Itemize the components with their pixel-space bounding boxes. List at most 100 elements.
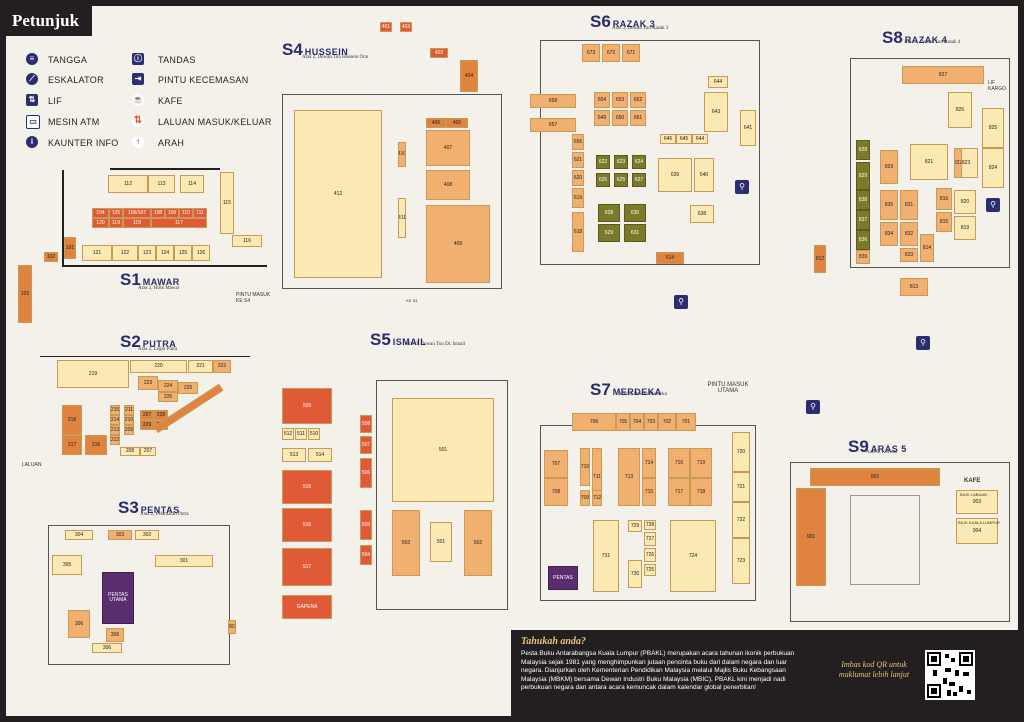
booth-708[interactable]: 708 xyxy=(544,478,568,506)
booth-825[interactable]: 825 xyxy=(982,108,1004,148)
booth-514[interactable]: 514 xyxy=(308,448,332,462)
booth-104[interactable]: 104 xyxy=(92,208,109,218)
booth-821[interactable]: 821 xyxy=(910,144,948,180)
booth-228[interactable]: 228 xyxy=(154,410,168,420)
booth-813[interactable]: 813 xyxy=(900,278,928,296)
booth-405[interactable]: 405 xyxy=(446,118,468,128)
booth-731[interactable]: 731 xyxy=(593,520,619,592)
booth-513[interactable]: 513 xyxy=(282,448,306,462)
booth-671[interactable]: 671 xyxy=(622,44,640,62)
booth-713[interactable]: 713 xyxy=(618,448,640,506)
booth-633[interactable]: 640 xyxy=(694,158,714,192)
booth-820[interactable]: 820 xyxy=(954,190,976,214)
booth-701[interactable]: 701 xyxy=(676,413,696,431)
booth-725[interactable]: 725 xyxy=(644,564,656,576)
booth-224[interactable]: 224 xyxy=(158,380,178,392)
booth-501b[interactable]: 501 xyxy=(430,522,452,562)
booth-517[interactable]: 517 xyxy=(282,548,332,586)
booth-103[interactable]: 103 xyxy=(18,265,32,323)
booth-403[interactable]: 403 xyxy=(430,48,448,58)
booth-904[interactable]: 904 xyxy=(956,518,998,544)
booth-652[interactable]: 652 xyxy=(630,92,646,108)
booth-631[interactable]: 638 xyxy=(690,205,714,223)
booth-614[interactable]: 621 xyxy=(572,152,584,168)
booth-118[interactable]: 118 xyxy=(123,218,151,228)
booth-622[interactable]: 629 xyxy=(598,224,620,242)
booth-121[interactable]: 121 xyxy=(82,245,112,261)
booth-673[interactable]: 673 xyxy=(582,44,600,62)
booth-216[interactable]: 216 xyxy=(85,435,107,455)
booth-209[interactable]: 209 xyxy=(124,425,134,435)
booth-837[interactable]: 837 xyxy=(856,210,870,230)
booth-113[interactable]: 113 xyxy=(148,175,175,193)
booth-706[interactable]: 706 xyxy=(572,413,616,431)
booth-623[interactable]: 630 xyxy=(624,204,646,222)
booth-507[interactable]: 507 xyxy=(360,436,372,454)
booth-401[interactable]: 401 xyxy=(380,22,392,32)
booth-210[interactable]: 210 xyxy=(124,415,134,425)
booth-839[interactable]: 839 xyxy=(856,250,870,264)
booth-511[interactable]: 511 xyxy=(295,428,307,440)
booth-119[interactable]: 119 xyxy=(109,218,123,228)
booth-728[interactable]: 728 xyxy=(644,520,656,530)
booth-102[interactable]: 102 xyxy=(44,252,58,262)
booth-117[interactable]: 117 xyxy=(151,218,207,228)
booth-644[interactable]: 646 xyxy=(660,134,676,144)
booth-611[interactable]: 618 xyxy=(572,212,584,252)
booth-gapena[interactable]: GAPENA xyxy=(282,595,332,619)
booth-724[interactable]: 724 xyxy=(670,520,716,592)
booth-222[interactable]: 222 xyxy=(213,360,231,373)
booth-719[interactable]: 719 xyxy=(690,448,712,478)
stage-pentas[interactable]: PENTAS xyxy=(548,566,578,590)
booth-715[interactable]: 715 xyxy=(642,478,656,506)
booth-505[interactable]: 505 xyxy=(360,510,372,540)
booth-302[interactable]: 302 xyxy=(135,530,159,540)
booth-508[interactable]: 508 xyxy=(360,415,372,433)
booth-829[interactable]: 829 xyxy=(856,162,870,190)
booth-409[interactable]: 409 xyxy=(426,205,490,283)
booth-819[interactable]: 819 xyxy=(954,216,976,240)
booth-404[interactable]: 404 xyxy=(460,60,478,92)
booth-607[interactable]: 614 xyxy=(656,252,684,264)
booth-649[interactable]: 649 xyxy=(594,110,610,126)
booth-408[interactable]: 408 xyxy=(426,170,470,200)
booth-838[interactable]: 838 xyxy=(856,190,870,210)
booth-616[interactable]: 623 xyxy=(614,155,628,169)
booth-306[interactable]: 306 xyxy=(68,610,90,638)
booth-512[interactable]: 512 xyxy=(282,428,294,440)
booth-120[interactable]: 120 xyxy=(92,218,109,228)
booth-705[interactable]: 705 xyxy=(616,413,630,431)
booth-126[interactable]: 126 xyxy=(192,245,210,261)
booth-101[interactable]: 101 xyxy=(64,237,76,259)
booth-707[interactable]: 707 xyxy=(544,450,568,478)
booth-221[interactable]: 221 xyxy=(188,360,213,373)
booth-115[interactable]: 115 xyxy=(220,172,234,234)
booth-717[interactable]: 717 xyxy=(668,478,690,506)
booth-215[interactable]: 215 xyxy=(110,405,120,415)
booth-834[interactable]: 834 xyxy=(880,222,898,246)
booth-901[interactable]: 901 xyxy=(796,488,826,586)
booth-619[interactable]: 626 xyxy=(596,173,610,187)
booth-123[interactable]: 123 xyxy=(138,245,156,261)
qr-code[interactable] xyxy=(925,650,975,700)
booth-730[interactable]: 730 xyxy=(628,560,642,588)
booth-723[interactable]: 723 xyxy=(732,538,750,584)
booth-516[interactable]: 516 xyxy=(282,508,332,542)
booth-112[interactable]: 112 xyxy=(108,175,148,193)
booth-636[interactable]: 643 xyxy=(704,92,728,132)
booth-229[interactable]: 229 xyxy=(140,420,154,430)
booth-613[interactable]: 620 xyxy=(572,170,584,186)
booth-642[interactable]: 644 xyxy=(692,134,708,144)
booth-656[interactable]: 656 xyxy=(572,134,584,150)
booth-832[interactable]: 832 xyxy=(900,222,918,246)
booth-829b[interactable]: 829 xyxy=(880,150,898,184)
booth-827[interactable]: 827 xyxy=(902,66,984,84)
booth-617[interactable]: 624 xyxy=(632,155,646,169)
booth-812[interactable]: 812 xyxy=(814,245,826,273)
booth-301[interactable]: 301 xyxy=(155,555,213,567)
booth-612[interactable]: 619 xyxy=(572,188,584,208)
booth-509[interactable]: 509 xyxy=(282,388,332,424)
booth-504[interactable]: 504 xyxy=(360,545,372,565)
booth-826[interactable]: 826 xyxy=(948,92,972,128)
booth-828[interactable]: 828 xyxy=(856,140,870,160)
